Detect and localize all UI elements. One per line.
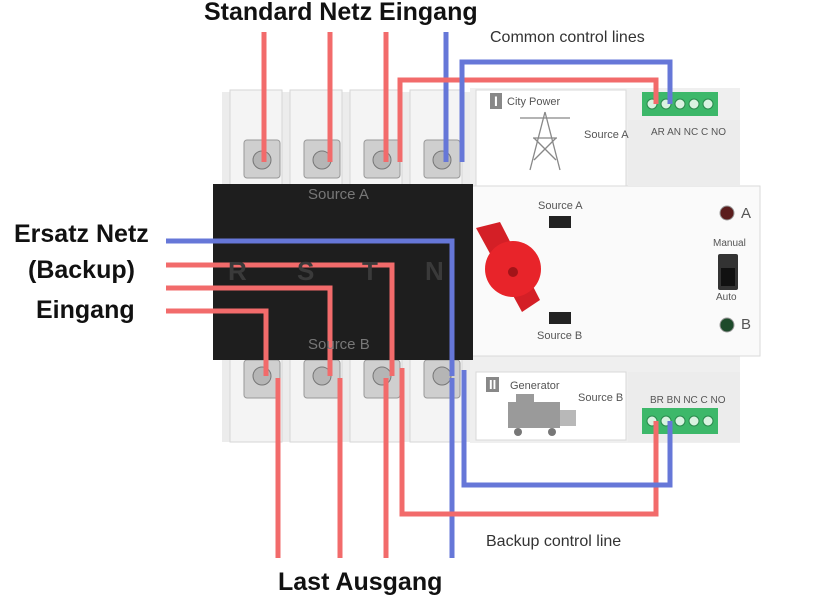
- indicator-a-label: A: [741, 205, 752, 222]
- backup-control-label: Backup control line: [486, 533, 622, 550]
- generator-icon: [508, 394, 576, 436]
- backup-label-line1: Ersatz Netz: [14, 220, 149, 248]
- backup-label-line2: (Backup): [28, 256, 135, 284]
- black-top-label: Source A: [308, 186, 369, 203]
- module-top-source: Source A: [584, 129, 629, 141]
- phase-s-label: S: [297, 256, 315, 286]
- manual-auto-switch[interactable]: [718, 254, 738, 290]
- wire-backup-s: [166, 285, 333, 376]
- load-output-label: Last Ausgang: [278, 568, 443, 596]
- backup-label-line3: Eingang: [36, 296, 135, 324]
- wire-backup-bn: [461, 370, 673, 488]
- wire-backup-t: [166, 262, 395, 376]
- source-b-window: [549, 312, 571, 324]
- mode-manual-label: Manual: [713, 238, 746, 249]
- wire-common-an: [459, 59, 673, 162]
- module-top-name: City Power: [507, 96, 561, 108]
- power-tower-icon: [520, 111, 570, 171]
- selector-knob[interactable]: [476, 222, 541, 312]
- terminal-block-top: [642, 92, 718, 116]
- wire-backup-r: [166, 308, 269, 376]
- wire-common-ar: [397, 77, 659, 162]
- indicator-a-led: [719, 205, 735, 221]
- phase-r-label: R: [228, 256, 247, 286]
- module-top-numeral: I: [490, 93, 502, 109]
- indicator-b-led: [719, 317, 735, 333]
- black-bottom-label: Source B: [308, 336, 370, 353]
- wires: [166, 32, 673, 558]
- standard-input-label: Standard Netz Eingang: [204, 0, 478, 26]
- switch-body: [213, 184, 473, 360]
- phase-n-label: N: [425, 256, 444, 286]
- wire-backup-br: [399, 368, 659, 517]
- module-bottom-source: Source B: [578, 392, 624, 404]
- terminal-top-label: AR AN NC C NO: [651, 127, 727, 138]
- switch-source-b-label: Source B: [537, 330, 583, 342]
- terminal-block-bottom: [642, 408, 718, 434]
- wire-backup-n: [166, 238, 455, 376]
- mode-auto-label: Auto: [716, 292, 737, 303]
- module-bottom-numeral: II: [486, 377, 500, 392]
- indicator-b-label: B: [741, 316, 752, 333]
- terminal-bottom-label: BR BN NC C NO: [650, 395, 726, 406]
- switch-source-a-label: Source A: [538, 200, 583, 212]
- source-a-window: [549, 216, 571, 228]
- common-control-label: Common control lines: [490, 29, 645, 46]
- phase-t-label: T: [362, 256, 378, 286]
- module-bottom-name: Generator: [510, 380, 560, 392]
